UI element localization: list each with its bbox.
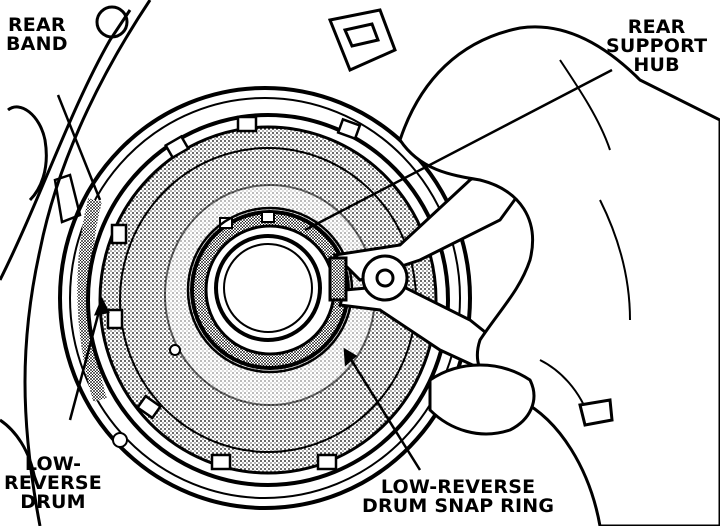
leader-lines [56,68,613,471]
label-low-reverse-drum: LOW- REVERSE DRUM [4,455,102,512]
label-snap-ring-line2: DRUM SNAP RING [362,495,555,517]
label-rear-support-hub-line1: REAR [627,16,686,38]
label-rear-band-line2: BAND [6,33,68,55]
label-rear-support-hub: REAR SUPPORT HUB [606,18,707,75]
label-rear-band: REAR BAND [6,16,68,54]
label-low-reverse-drum-line2: REVERSE [4,472,102,494]
leader-rear-band [56,94,102,201]
label-low-reverse-drum-snap-ring: LOW-REVERSE DRUM SNAP RING [362,478,554,516]
transmission-case [0,0,152,526]
leader-snap-ring [343,349,422,471]
leader-low-reverse-drum [68,299,104,421]
technician-hands [327,8,720,526]
label-low-reverse-drum-line1: LOW- [24,453,82,475]
label-rear-support-hub-line2: SUPPORT [606,35,708,57]
label-snap-ring-line1: LOW-REVERSE [380,476,536,498]
rear-support-hub [190,210,350,370]
leader-rear-support-hub [304,68,613,232]
label-low-reverse-drum-line3: DRUM [20,491,86,513]
label-rear-band-line1: REAR [7,14,66,36]
rear-band [58,86,472,510]
label-rear-support-hub-line3: HUB [633,54,680,76]
